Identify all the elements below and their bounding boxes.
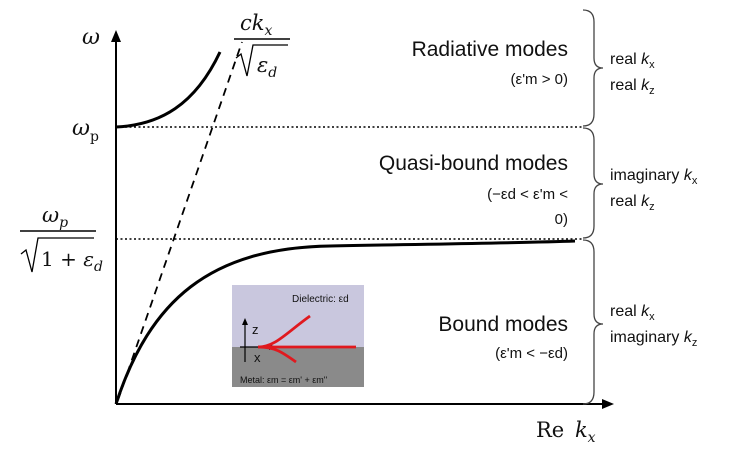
radiative-title: Radiative modes — [412, 38, 568, 61]
sp-denominator: 1 + εd — [41, 247, 103, 275]
sqrt-sign — [235, 44, 288, 77]
bound-wavevector-labels: real kx imaginary kz — [610, 303, 697, 349]
quasi-bound-wavevector-labels: imaginary kx real kz — [610, 167, 698, 213]
quasi-bound-region: Quasi-bound modes (−εd < ε'm < 0) — [379, 152, 568, 228]
bound-brace — [582, 239, 604, 405]
inset-x-label: x — [254, 350, 261, 365]
bound-mode-curve — [114, 239, 576, 405]
y-axis-arrow — [111, 30, 121, 42]
radiative-kx: real kx — [610, 51, 655, 71]
light-line-label: ckx εd — [234, 11, 290, 81]
sp-numerator: ωp — [42, 203, 68, 231]
inset-z-arrow — [242, 318, 248, 325]
surface-plasmon-label: ωp 1 + εd — [20, 203, 103, 275]
bound-condition: (ε'm < −εd) — [495, 345, 568, 362]
omega-p-label: ωp — [72, 116, 99, 145]
radiative-condition: (ε'm > 0) — [511, 71, 568, 88]
dielectric-label: Dielectric: εd — [292, 294, 349, 305]
quasi-bound-brace — [582, 127, 604, 239]
radiative-wavevector-labels: real kx real kz — [610, 51, 655, 97]
bound-title: Bound modes — [438, 313, 568, 336]
dielectric-region — [232, 285, 364, 347]
x-axis-label: Re kx — [536, 418, 596, 446]
quasi-bound-kz: real kz — [610, 193, 655, 213]
light-line — [117, 41, 243, 401]
axes — [111, 30, 614, 409]
radiative-kz: real kz — [610, 77, 655, 97]
x-axis-arrow — [602, 399, 614, 409]
quasi-bound-condition-line2: 0) — [555, 211, 568, 228]
quasi-bound-condition-line1: (−εd < ε'm < — [487, 186, 568, 203]
metal-label: Metal: εm = εm' + εm'' — [240, 375, 327, 385]
y-axis-label: ω — [82, 25, 100, 50]
metal-region — [232, 347, 364, 387]
radiative-brace — [582, 9, 604, 127]
quasi-bound-title: Quasi-bound modes — [379, 152, 568, 175]
radiative-region: Radiative modes (ε'm > 0) — [412, 38, 568, 88]
inset-z-label: z — [252, 322, 259, 337]
sqrt-sign — [20, 237, 94, 273]
interface-inset: Dielectric: εd Metal: εm = εm' + εm'' z … — [232, 285, 364, 387]
quasi-bound-kx: imaginary kx — [610, 167, 698, 187]
light-line-denominator: εd — [257, 53, 277, 81]
radiative-mode-curve — [115, 51, 222, 129]
field-decay-metal — [257, 345, 297, 364]
bound-kx: real kx — [610, 303, 655, 323]
light-line-numerator: ckx — [240, 11, 273, 39]
bound-kz: imaginary kz — [610, 329, 697, 349]
bound-region: Bound modes (ε'm < −εd) — [438, 313, 568, 362]
